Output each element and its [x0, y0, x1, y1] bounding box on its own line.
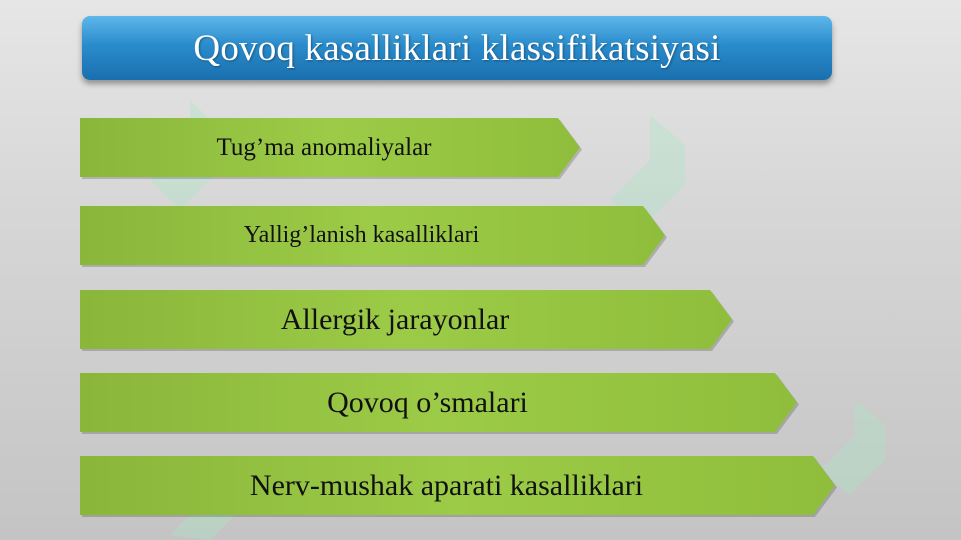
arrow-item-label: Yallig’lanish kasalliklari [243, 222, 480, 248]
arrow-item-allergic-processes: Allergik jarayonlar [80, 290, 732, 349]
arrow-item-label: Allergik jarayonlar [280, 302, 510, 336]
arrow-item-label: Qovoq o’smalari [327, 385, 528, 419]
slide-title: Qovoq kasalliklari klassifikatsiyasi [193, 27, 721, 69]
arrow-item-tumors: Qovoq o’smalari [80, 373, 797, 432]
arrow-item-inflammatory-diseases: Yallig’lanish kasalliklari [80, 206, 665, 265]
arrow-item-label: Tug’ma anomaliyalar [216, 133, 432, 161]
arrow-item-label: Nerv-mushak aparati kasalliklari [249, 468, 644, 502]
arrow-item-neuromuscular-diseases: Nerv-mushak aparati kasalliklari [80, 456, 835, 515]
arrow-item-congenital-anomalies: Tug’ma anomaliyalar [80, 118, 580, 177]
title-bar: Qovoq kasalliklari klassifikatsiyasi [82, 16, 832, 80]
